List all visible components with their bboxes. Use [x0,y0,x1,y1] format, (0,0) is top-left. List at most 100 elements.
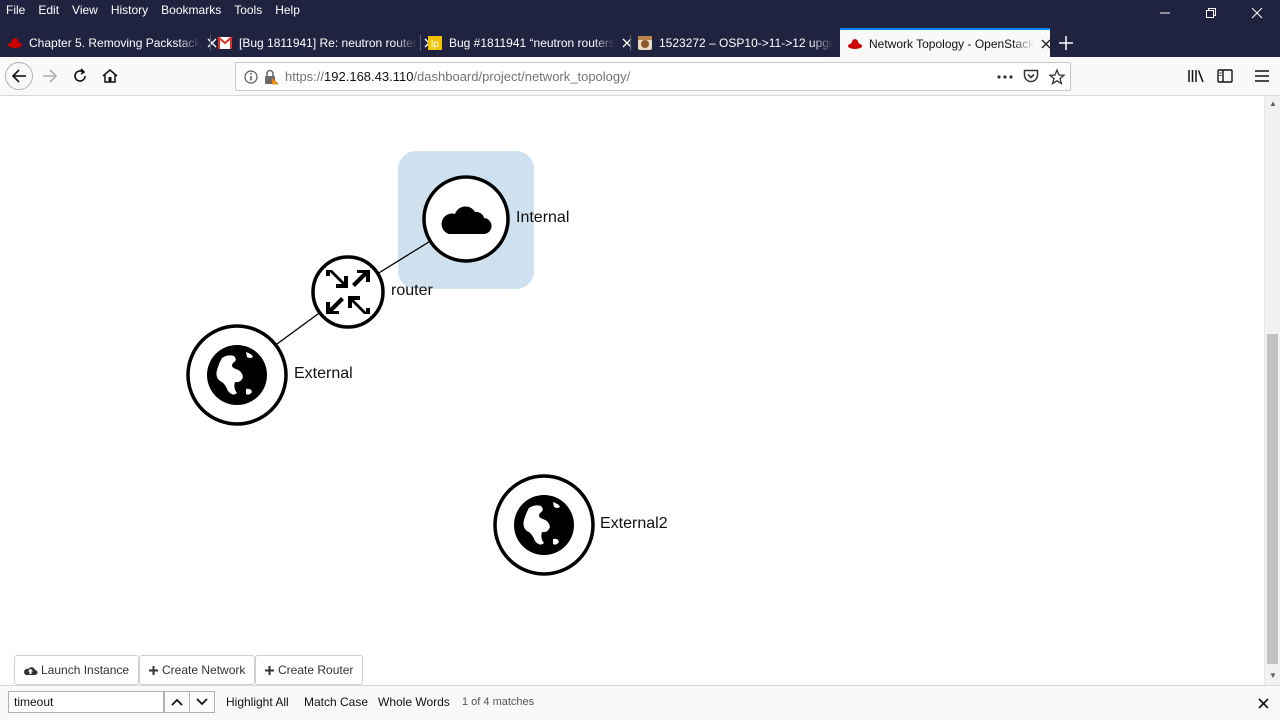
tab-title: Network Topology - OpenStack [869,36,1035,51]
close-icon [1251,7,1263,19]
tab-close-icon[interactable] [204,35,220,51]
launch-instance-button[interactable]: Launch Instance [14,655,140,685]
menu-help[interactable]: Help [275,3,300,17]
create-network-button[interactable]: Create Network [139,655,256,685]
create-router-label: Create Router [278,663,354,677]
reload-button[interactable] [67,63,93,89]
match-case-toggle[interactable]: Match Case [304,695,369,709]
pocket-icon[interactable] [1018,63,1044,90]
node-label-router[interactable]: router [391,282,433,299]
tab-launchpad-bug[interactable]: lp Bug #1811941 “neutron routers [420,28,632,57]
scrollbar-thumb[interactable] [1267,334,1278,664]
forward-button[interactable] [37,63,63,89]
find-status: 1 of 4 matches [462,696,535,708]
node-external[interactable] [186,324,288,426]
library-icon [1188,70,1204,83]
url-bar[interactable]: https://192.168.43.110/dashboard/project… [235,62,1071,91]
reload-icon [74,68,86,82]
navigation-toolbar: https://192.168.43.110/dashboard/project… [0,57,1280,96]
tab-title: [Bug 1811941] Re: neutron router [239,35,417,50]
tab-gmail-bug[interactable]: [Bug 1811941] Re: neutron router [210,28,434,57]
menu-history[interactable]: History [110,3,149,17]
find-close-button[interactable] [1255,695,1271,711]
menu-bar: File Edit View History Bookmarks Tools H… [0,0,307,20]
page-content: Internal router External External2 Launc… [0,96,1264,685]
chevron-up-icon [171,698,183,706]
scroll-up-icon[interactable]: ▲ [1269,99,1277,108]
highlight-all-toggle[interactable]: Highlight All [226,695,289,709]
tab-network-topology[interactable]: Network Topology - OpenStack [840,28,1051,57]
topology-canvas[interactable] [0,96,1264,685]
restore-icon [1206,8,1216,18]
router-arrows-icon [326,270,370,314]
redhat-icon [8,36,22,50]
bugzilla-icon [638,35,652,50]
chevron-down-icon [196,698,208,706]
home-button[interactable] [97,63,123,89]
tab-bugzilla[interactable]: 1523272 – OSP10->11->12 upgr [630,28,850,57]
insecure-lock-icon[interactable] [262,63,280,90]
scroll-down-icon[interactable]: ▼ [1269,671,1277,680]
browser-title-bar: File Edit View History Bookmarks Tools H… [0,0,1280,57]
node-label-internal[interactable]: Internal [516,209,570,226]
window-controls [1142,0,1280,26]
find-input[interactable] [8,691,164,713]
tab-chapter5[interactable]: Chapter 5. Removing Packstack [0,28,217,57]
svg-text:lp: lp [431,39,439,50]
close-icon [1257,697,1269,709]
url-text[interactable]: https://192.168.43.110/dashboard/project… [285,69,630,84]
info-icon[interactable] [240,63,262,90]
menu-tools[interactable]: Tools [234,3,263,17]
gmail-icon [217,35,233,50]
back-arrow-icon [11,69,26,83]
new-tab-button[interactable] [1050,28,1082,57]
cloud-icon [441,206,492,235]
tab-close-icon[interactable] [619,35,635,51]
node-internal[interactable] [422,175,510,263]
globe-icon [207,345,267,405]
find-bar: Highlight All Match Case Whole Words 1 o… [0,685,1280,720]
tab-title: 1523272 – OSP10->11->12 upgr [659,35,833,50]
back-button[interactable] [5,62,33,90]
minimize-button[interactable] [1142,0,1188,26]
open-menu-button[interactable] [1249,63,1275,89]
vertical-scrollbar[interactable]: ▲ ▼ [1264,96,1280,685]
forward-arrow-icon [43,69,58,83]
tab-title: Chapter 5. Removing Packstack [29,35,201,50]
find-previous-button[interactable] [164,691,190,713]
hamburger-menu-icon [1255,70,1269,82]
sidebar-button[interactable] [1212,63,1238,89]
tab-title: Bug #1811941 “neutron routers [449,35,615,50]
menu-edit[interactable]: Edit [38,3,60,17]
node-label-external2[interactable]: External2 [600,515,668,532]
redhat-icon [848,37,862,51]
menu-view[interactable]: View [72,3,98,17]
whole-words-toggle[interactable]: Whole Words [378,695,450,709]
launchpad-icon: lp [428,35,442,50]
launch-instance-label: Launch Instance [41,663,130,677]
node-label-external[interactable]: External [294,365,353,382]
node-external2[interactable] [493,474,595,576]
minimize-icon [1160,12,1170,14]
plus-icon [149,665,158,675]
find-next-button[interactable] [189,691,215,713]
create-router-button[interactable]: Create Router [255,655,364,685]
menu-file[interactable]: File [6,3,26,17]
close-window-button[interactable] [1234,0,1280,26]
tab-strip: Chapter 5. Removing Packstack [Bug 18119… [0,28,1082,57]
globe-icon [514,495,574,555]
bookmark-star-icon[interactable] [1044,63,1070,90]
url-path: /dashboard/project/network_topology/ [413,69,631,84]
library-button[interactable] [1183,63,1209,89]
menu-bookmarks[interactable]: Bookmarks [161,3,222,17]
create-network-label: Create Network [162,663,246,677]
node-router[interactable] [311,255,385,329]
plus-icon [1059,35,1073,50]
plus-icon [265,665,274,675]
page-actions-icon[interactable] [992,63,1018,90]
url-host: 192.168.43.110 [324,69,414,84]
sidebar-icon [1217,69,1233,83]
home-icon [102,69,118,83]
restore-button[interactable] [1188,0,1234,26]
tab-close-icon[interactable] [1038,36,1054,52]
